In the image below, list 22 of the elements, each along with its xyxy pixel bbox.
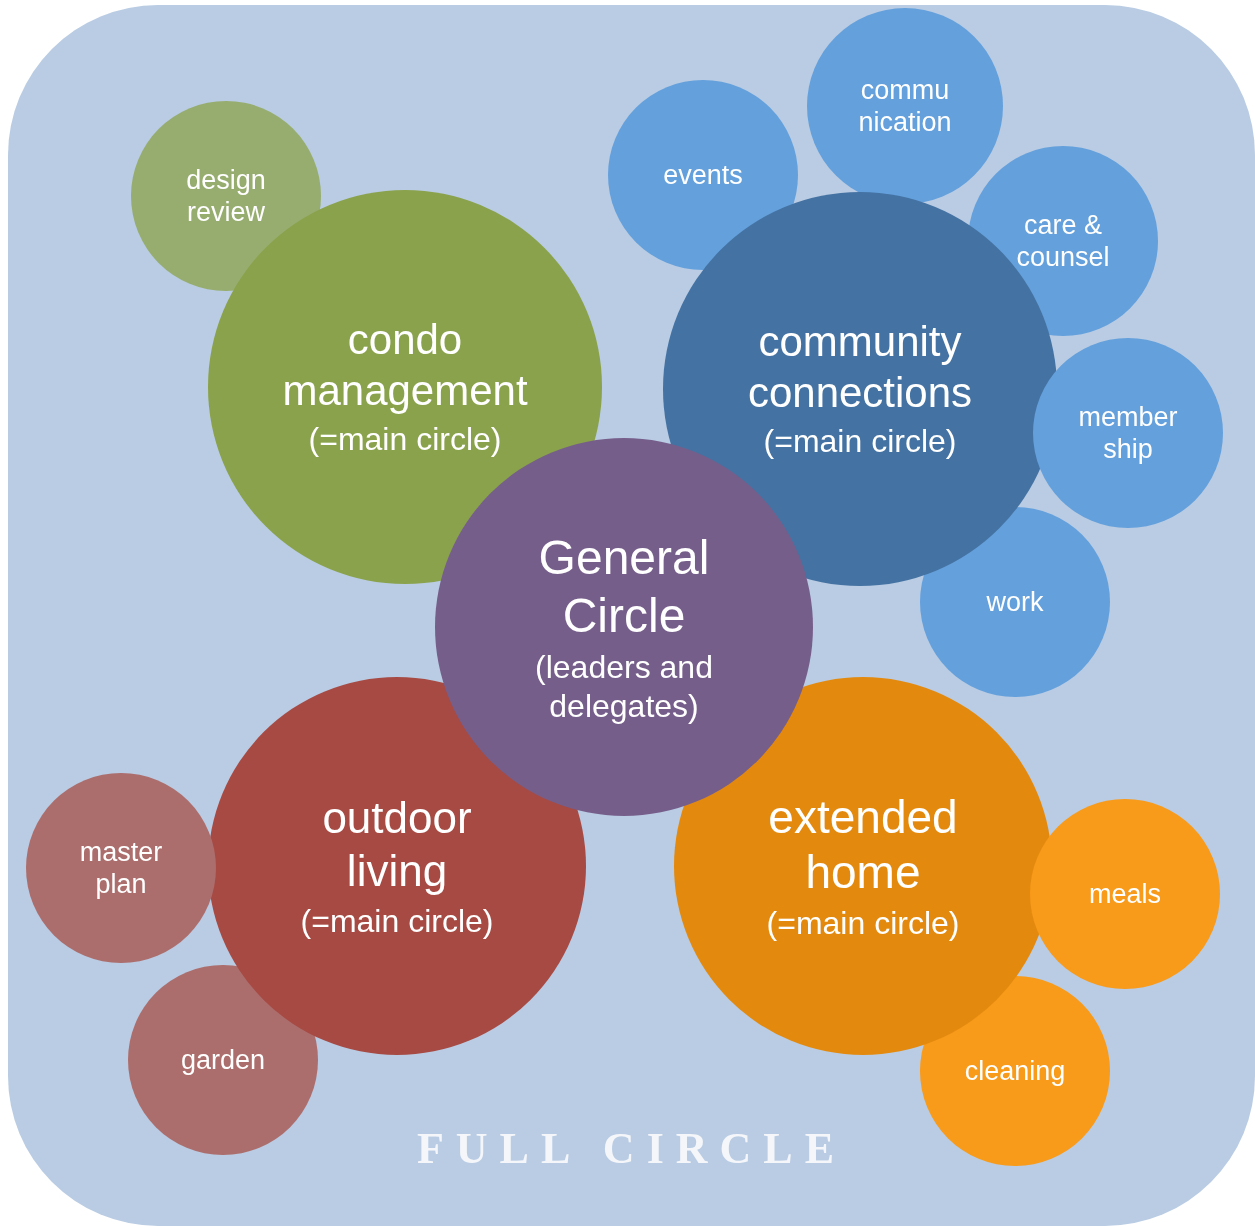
circle-label: outdoor living [321,792,473,897]
circle-note: (=main circle) [765,904,961,943]
circle-note: (=main circle) [762,422,958,461]
circle-label: cleaning [963,1054,1067,1088]
circle-label: design review [185,163,267,229]
circle-note: (=main circle) [307,420,503,459]
circle-label: community connections [746,317,974,418]
circle-label: extended home [767,789,959,900]
circle-note: (leaders and delegates) [534,648,714,725]
circle-label: member ship [1077,400,1179,466]
circle-label: work [985,585,1045,619]
circle-label: meals [1088,877,1162,911]
circle-label: garden [179,1043,267,1077]
circle-label: condo management [281,315,529,416]
circle-label: General Circle [537,530,711,644]
circle-label: care & counsel [1015,208,1111,274]
background-panel [8,5,1255,1226]
circle-label: events [662,158,744,192]
circle-label: commu nication [857,73,953,139]
panel-title: FULL CIRCLE [415,1123,848,1174]
circle-note: (=main circle) [299,901,495,940]
circle-label: master plan [78,835,164,901]
